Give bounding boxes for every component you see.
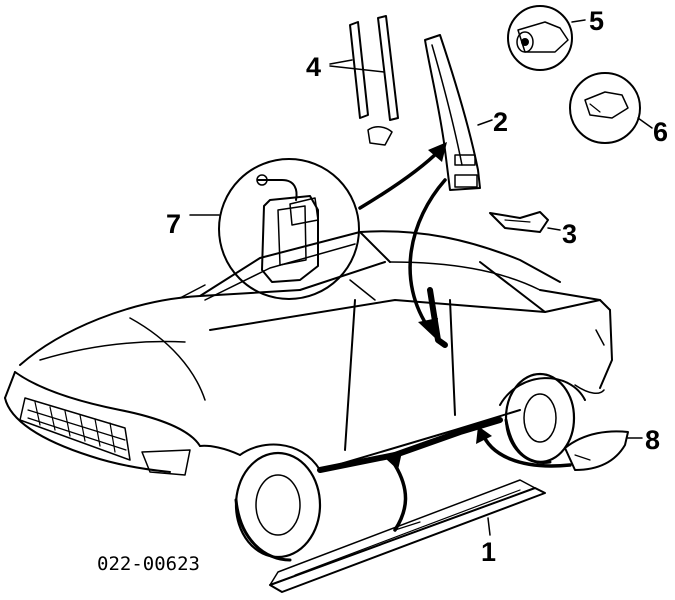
part-1-rocker-molding xyxy=(269,479,546,593)
car-body xyxy=(4,230,613,562)
callout-1: 1 xyxy=(481,537,496,567)
part-3-clip xyxy=(489,211,561,233)
callout-4: 4 xyxy=(306,52,321,82)
callout-3: 3 xyxy=(562,219,577,249)
callout-labels: 1 2 3 4 5 6 7 8 xyxy=(166,6,668,567)
part-7-detail xyxy=(179,158,376,301)
part-5-grommet xyxy=(507,5,586,71)
part-6-push-rivet xyxy=(569,72,653,144)
leader-arrows xyxy=(358,148,572,532)
callout-5: 5 xyxy=(589,6,604,36)
callout-2: 2 xyxy=(493,107,508,137)
part-8-mudguard xyxy=(564,430,643,471)
callout-7: 7 xyxy=(166,209,181,239)
part-2-pillar-garnish xyxy=(424,34,493,191)
arrowheads xyxy=(385,142,492,470)
weatherstrip-lines xyxy=(317,287,503,473)
part-4-pillar-strips xyxy=(329,15,399,146)
callout-6: 6 xyxy=(653,117,668,147)
callout-8: 8 xyxy=(645,425,660,455)
diagram-part-number: 022-00623 xyxy=(97,553,200,575)
